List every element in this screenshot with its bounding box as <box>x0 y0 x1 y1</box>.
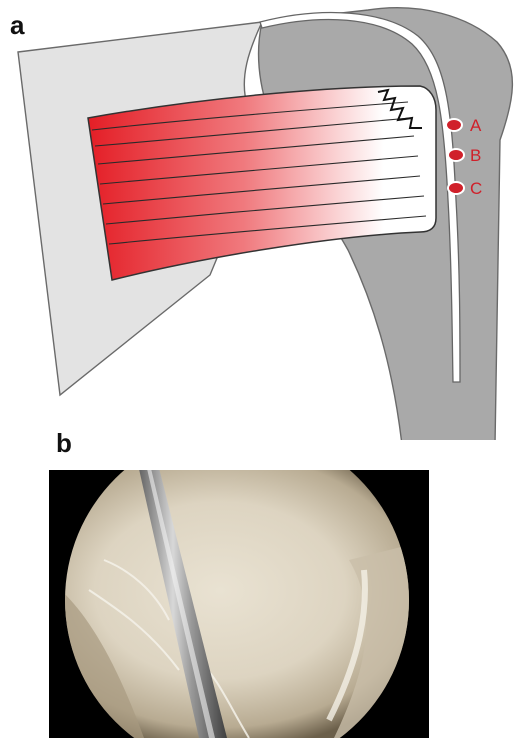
point-b-marker <box>448 149 464 161</box>
point-label-b: B <box>470 146 481 165</box>
panel-label-b: b <box>56 430 72 456</box>
arthroscopic-photo <box>49 470 429 738</box>
point-label-a: A <box>470 116 482 135</box>
point-label-c: C <box>470 179 482 198</box>
point-c-marker <box>448 182 464 194</box>
point-a-marker <box>446 119 462 131</box>
schematic-illustration: A B C <box>0 0 527 440</box>
